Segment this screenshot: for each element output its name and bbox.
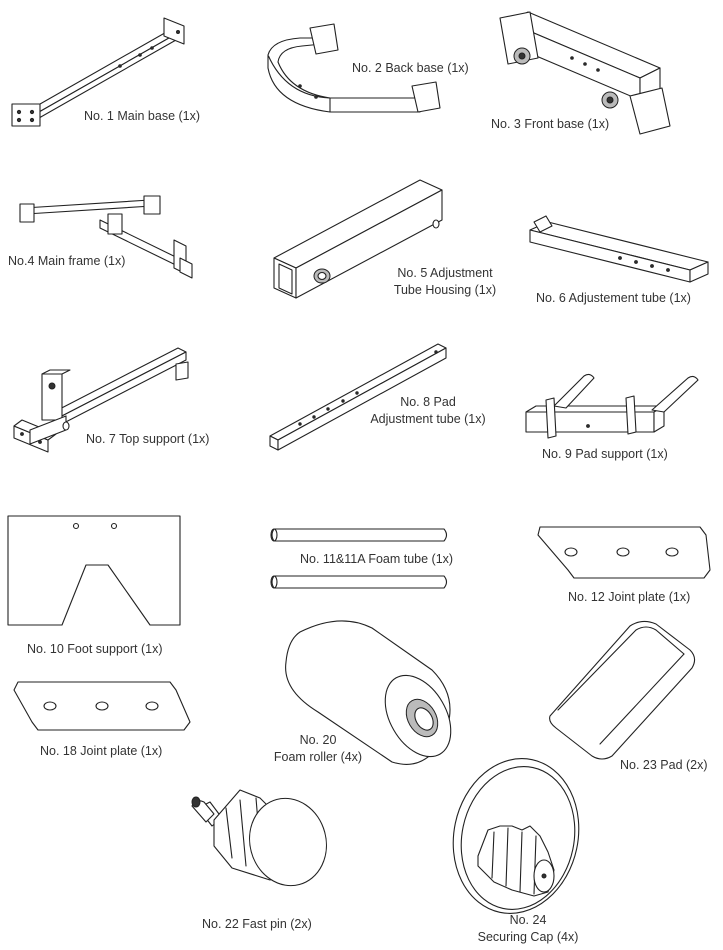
- part-23-pad-drawing: [549, 620, 696, 760]
- part-7-label: No. 7 Top support (1x): [86, 432, 210, 446]
- part-4-label: No.4 Main frame (1x): [8, 254, 126, 268]
- part-12-label: No. 12 Joint plate (1x): [568, 590, 691, 604]
- part-11-label: No. 11&11A Foam tube (1x): [300, 552, 454, 566]
- part-20-foam-roller-drawing: [285, 620, 452, 765]
- part-8-label: No. 8 Pad Adjustment tube (1x): [360, 394, 496, 428]
- part-3-label: No. 3 Front base (1x): [491, 117, 610, 131]
- part-6-label: No. 6 Adjustement tube (1x): [536, 291, 691, 305]
- part-10-label: No. 10 Foot support (1x): [27, 642, 163, 656]
- part-11-foam-tubes-drawing: [270, 528, 448, 589]
- part-22-label: No. 22 Fast pin (2x): [202, 917, 312, 931]
- part-22-fast-pin-drawing: [191, 789, 327, 887]
- part-2-back-base-drawing: [267, 23, 441, 113]
- part-2-label: No. 2 Back base (1x): [352, 61, 469, 75]
- part-9-pad-support-drawing: [525, 373, 699, 439]
- part-18-joint-plate-drawing: [13, 681, 191, 731]
- part-23-label: No. 23 Pad (2x): [620, 758, 708, 772]
- part-6-adjustment-tube-drawing: [529, 215, 709, 283]
- part-20-label: No. 20 Foam roller (4x): [262, 732, 374, 766]
- part-1-label: No. 1 Main base (1x): [84, 109, 201, 123]
- part-4-main-frame-drawing: [19, 195, 193, 279]
- part-1-main-base-drawing: [11, 17, 185, 127]
- part-24-label: No. 24 Securing Cap (4x): [466, 912, 590, 946]
- part-5-label-line1: No. 5 Adjustment: [397, 266, 493, 280]
- part-24-securing-cap-drawing: [452, 758, 580, 914]
- part-5-adjustment-tube-housing-drawing: [273, 179, 443, 299]
- part-8-label-line2: Adjustment tube (1x): [370, 412, 486, 426]
- part-8-pad-adjustment-tube-drawing: [269, 343, 447, 451]
- part-24-label-line1: No. 24: [509, 913, 547, 927]
- part-5-label-line2: Tube Housing (1x): [393, 283, 497, 297]
- part-12-joint-plate-drawing: [537, 526, 711, 579]
- part-10-foot-support-drawing: [7, 515, 181, 626]
- part-7-top-support-drawing: [13, 347, 189, 453]
- part-8-label-line1: No. 8 Pad: [400, 395, 456, 409]
- part-24-label-line2: Securing Cap (4x): [477, 930, 579, 944]
- part-20-label-line1: No. 20: [299, 733, 337, 747]
- part-3-front-base-drawing: [499, 11, 671, 135]
- part-5-label: No. 5 Adjustment Tube Housing (1x): [380, 265, 510, 299]
- part-18-label: No. 18 Joint plate (1x): [40, 744, 163, 758]
- part-9-label: No. 9 Pad support (1x): [542, 447, 668, 461]
- part-20-label-line2: Foam roller (4x): [273, 750, 363, 764]
